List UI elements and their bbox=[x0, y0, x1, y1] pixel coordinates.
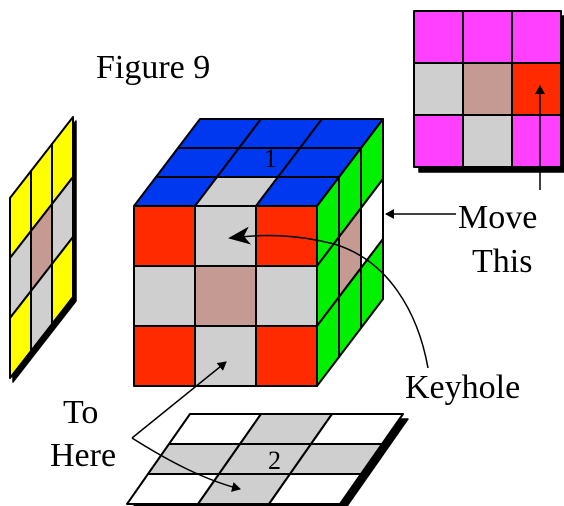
front-sticker-r2-c1 bbox=[133, 265, 196, 327]
to-here-arrow-bottom bbox=[131, 437, 241, 492]
left-panel-sticker-r3-c3 bbox=[51, 236, 74, 325]
to-here-label-line1: To bbox=[63, 394, 98, 431]
bottom-panel-sticker-r3-c3 bbox=[268, 473, 362, 505]
cube-front-face bbox=[133, 205, 318, 387]
front-sticker-r3-c2 bbox=[194, 325, 257, 387]
back-panel-sticker-r3-c2 bbox=[462, 114, 513, 168]
arrows bbox=[131, 85, 545, 492]
figure-title: Figure 9 bbox=[96, 49, 210, 86]
front-sticker-r1-c1 bbox=[133, 205, 196, 267]
front-sticker-r2-c3 bbox=[255, 265, 318, 327]
front-sticker-r3-c1 bbox=[133, 325, 196, 387]
back-panel-sticker-r3-c1 bbox=[413, 114, 464, 168]
cube-top-face bbox=[133, 118, 384, 207]
back-panel-sticker-r1-c2 bbox=[462, 10, 513, 64]
back-panel-sticker-r2-c3 bbox=[511, 62, 562, 116]
back-panel-sticker-r3-c3 bbox=[511, 114, 562, 168]
back-panel-sticker-r1-c1 bbox=[413, 10, 464, 64]
cube-right-face bbox=[316, 118, 384, 387]
front-sticker-r3-c3 bbox=[255, 325, 318, 387]
bottom-face-number: 2 bbox=[268, 446, 281, 475]
to-here-arrow-cube bbox=[131, 361, 227, 439]
cube bbox=[133, 118, 384, 387]
keyhole-label: Keyhole bbox=[405, 369, 520, 406]
bottom-face-panel bbox=[126, 413, 404, 505]
move-this-label-line2: This bbox=[472, 243, 532, 280]
right-sticker-r3-c3 bbox=[360, 238, 384, 329]
to-here-label-line2: Here bbox=[50, 437, 116, 474]
back-panel-sticker-r1-c3 bbox=[511, 10, 562, 64]
back-panel-sticker-r2-c1 bbox=[413, 62, 464, 116]
keyhole-arrow bbox=[228, 226, 429, 369]
back-panel-sticker-r2-c2 bbox=[462, 62, 513, 116]
left-face-panel bbox=[9, 116, 74, 379]
move-this-label-line1: Move bbox=[458, 199, 537, 236]
back-face-panel bbox=[413, 10, 562, 168]
front-sticker-r2-c2 bbox=[194, 265, 257, 327]
top-face-number: 1 bbox=[264, 144, 277, 173]
